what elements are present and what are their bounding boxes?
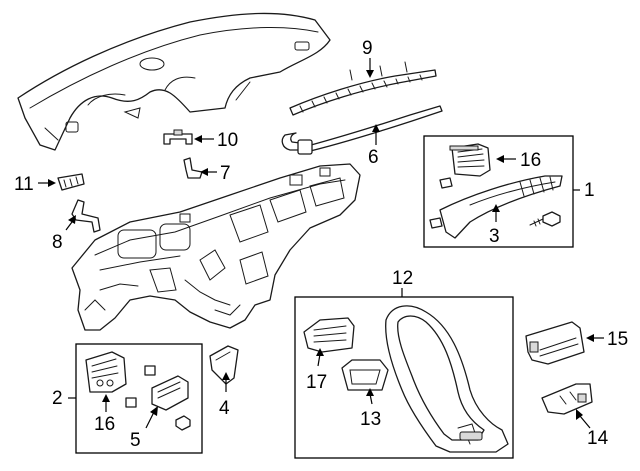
clip-small-d: [125, 397, 137, 408]
arrowhead-11: [48, 179, 56, 187]
callout-16b: 16: [94, 414, 115, 435]
arrowhead-16a: [496, 155, 504, 163]
center-console-trim-panel: [385, 305, 509, 453]
instrument-panel-trim-right: [439, 175, 563, 239]
callout-10: 10: [217, 130, 238, 151]
callout-2: 2: [52, 388, 63, 409]
air-outlet-center: [303, 317, 355, 353]
arrowhead-16b: [102, 394, 110, 402]
callout-14: 14: [587, 428, 609, 449]
defroster-duct: [281, 105, 443, 155]
bracket-14: [541, 383, 593, 415]
air-outlet-right: [449, 143, 491, 177]
callout-box-1: [423, 135, 574, 248]
callout-15: 15: [607, 329, 628, 350]
defroster-grille-strip: [289, 61, 437, 116]
callout-17: 17: [306, 372, 327, 393]
leader-5: [145, 411, 155, 429]
arrowhead-9: [366, 70, 374, 78]
callout-16a: 16: [520, 150, 541, 171]
arrowhead-3: [492, 204, 500, 212]
callout-7: 7: [220, 163, 231, 184]
leader-8: [65, 221, 73, 231]
air-outlet-center-small: [151, 375, 189, 411]
callout-3: 3: [489, 226, 500, 247]
screw-b: [175, 415, 191, 431]
callout-12: 12: [392, 268, 413, 289]
callout-6: 6: [368, 147, 379, 168]
clip-small-b: [429, 217, 443, 229]
trim-panel-15: [525, 321, 585, 365]
arrowhead-5: [150, 406, 158, 416]
instrument-panel-pad: [17, 12, 331, 151]
instrument-panel-carrier: [71, 163, 361, 331]
clip-small-c: [144, 365, 156, 376]
arrowhead-7: [200, 168, 208, 176]
arrowhead-6: [372, 124, 380, 132]
leader-14: [579, 415, 591, 429]
callout-13: 13: [360, 409, 381, 430]
arrowhead-4: [222, 372, 230, 380]
bracket-8: [71, 199, 101, 233]
callout-5: 5: [130, 430, 141, 451]
clip-small-a: [439, 177, 453, 189]
bracket-10: [163, 129, 193, 145]
clip-7: [183, 157, 203, 179]
arrowhead-10: [194, 135, 202, 143]
arrowhead-13: [366, 388, 374, 396]
callout-box-12: [294, 296, 514, 459]
arrowhead-15: [586, 334, 594, 342]
callout-9: 9: [362, 38, 373, 59]
callout-4: 4: [219, 398, 230, 419]
callout-8: 8: [52, 232, 63, 253]
arrowhead-17: [316, 348, 324, 356]
air-outlet-left: [85, 351, 127, 393]
screw: [529, 211, 561, 227]
bracket-11: [57, 173, 85, 191]
trim-ring-13: [341, 359, 389, 391]
callout-11: 11: [14, 174, 34, 195]
arrowhead-8: [68, 215, 76, 224]
arrowhead-14: [576, 409, 583, 420]
callout-1: 1: [584, 180, 595, 201]
end-cap-4: [209, 345, 239, 385]
